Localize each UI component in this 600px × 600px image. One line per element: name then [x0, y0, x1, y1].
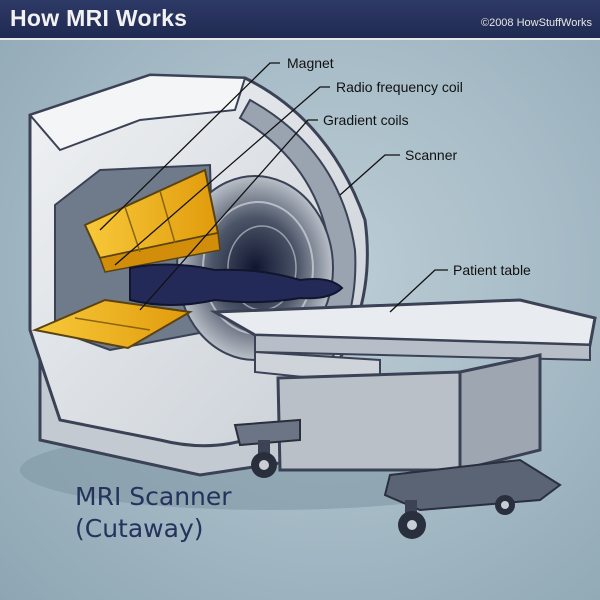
label-magnet: Magnet: [287, 55, 334, 71]
label-gradient-coils: Gradient coils: [323, 112, 409, 128]
coil-seam-2: [159, 190, 176, 244]
table-left-leg: [233, 418, 301, 447]
label-rf-coil: Radio frequency coil: [336, 79, 463, 95]
patient-table-top: [209, 298, 597, 347]
leader-magnet: [99, 62, 280, 231]
label-patient-table: Patient table: [453, 262, 531, 278]
copyright-notice: ©2008 HowStuffWorks: [480, 17, 592, 29]
leader-rf-coil: [114, 86, 330, 266]
patient-silhouette: [129, 263, 344, 306]
label-scanner: Scanner: [405, 147, 457, 163]
patient-table-edge: [254, 333, 591, 362]
leader-patient-table: [389, 269, 448, 313]
leader-scanner: [339, 154, 400, 196]
caption-line-2: (Cutaway): [75, 514, 204, 543]
leader-gradient-coils: [139, 119, 318, 311]
scanner-housing-top: [28, 73, 247, 152]
caption-line-1: MRI Scanner: [75, 482, 232, 511]
table-pedestal-side: [458, 353, 542, 472]
table-base: [383, 458, 562, 512]
wheel-right: [398, 500, 426, 539]
wheel-left: [251, 440, 277, 478]
gradient-coil-upper: [99, 232, 221, 273]
coil-seam-1: [124, 206, 141, 253]
coil-seam-3: [74, 317, 151, 331]
header-bar: How MRI Works ©2008 HowStuffWorks: [0, 0, 600, 40]
wheel-back: [495, 495, 515, 515]
page-title: How MRI Works: [10, 5, 188, 31]
table-pedestal: [276, 370, 462, 472]
